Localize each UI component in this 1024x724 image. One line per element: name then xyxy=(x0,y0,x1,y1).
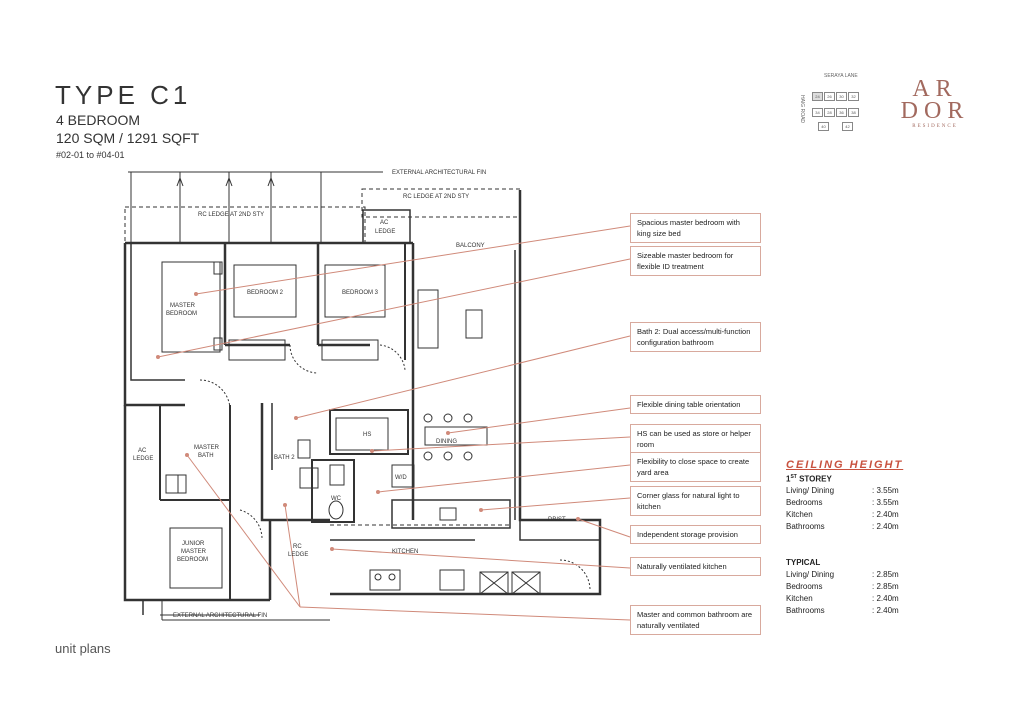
ceiling-row-value: : 2.40m xyxy=(872,594,899,603)
bath2-label: BATH 2 xyxy=(274,455,295,461)
ceiling-row-key: Kitchen xyxy=(786,510,813,519)
ceiling-row-value: : 2.40m xyxy=(872,522,899,531)
brand-line1: AR xyxy=(912,76,958,102)
key-plan-block: 24 xyxy=(812,92,823,101)
ceiling-row-key: Bathrooms xyxy=(786,606,825,615)
hs-label: HS xyxy=(363,432,371,438)
typical-label: TYPICAL xyxy=(786,558,821,567)
key-plan-block: 38 xyxy=(848,108,859,117)
key-plan-block: 32 xyxy=(848,92,859,101)
junior-master-label-3: BEDROOM xyxy=(177,557,208,563)
bedroom-count: 4 BEDROOM xyxy=(56,112,141,128)
key-plan-block: 42 xyxy=(842,122,853,131)
ceiling-height-title: CEILING HEIGHT xyxy=(786,459,904,471)
ceiling-row-key: Living/ Dining xyxy=(786,570,835,579)
key-plan-road-top: SERAYA LANE xyxy=(824,73,858,79)
callout-kitchen: Naturally ventilated kitchen xyxy=(630,557,761,576)
master-bath-label-1: MASTER xyxy=(194,445,220,451)
ceiling-row-value: : 2.85m xyxy=(872,570,899,579)
unit-numbers: #02-01 to #04-01 xyxy=(56,150,125,160)
rc-ledge-left-label: RC LEDGE AT 2ND STY xyxy=(198,212,264,218)
ceiling-row-value: : 3.55m xyxy=(872,486,899,495)
master-bedroom-label-1: MASTER xyxy=(170,303,196,309)
fin-bottom-label: EXTERNAL ARCHITECTURAL FIN xyxy=(173,613,267,619)
rc-ledge-label-2: LEDGE xyxy=(288,552,308,558)
first-storey-label: 1ST STOREY xyxy=(786,474,832,484)
wc-label: WC xyxy=(331,496,342,502)
ceiling-row-key: Bedrooms xyxy=(786,582,823,591)
junior-master-label-2: MASTER xyxy=(181,549,207,555)
dbst-label: DB/ST xyxy=(548,517,566,523)
master-bedroom-label-2: BEDROOM xyxy=(166,311,197,317)
callout-bath2: Bath 2: Dual access/multi-function confi… xyxy=(630,322,761,352)
unit-area: 120 SQM / 1291 SQFT xyxy=(56,130,200,146)
ceiling-row-value: : 3.55m xyxy=(872,498,899,507)
first-storey-text: STOREY xyxy=(796,474,832,484)
ac-ledge-top-label-2: LEDGE xyxy=(375,229,395,235)
brand-line3: RESIDENCE xyxy=(912,124,958,129)
ceiling-row-key: Bathrooms xyxy=(786,522,825,531)
rc-ledge-right-label: RC LEDGE AT 2ND STY xyxy=(403,194,469,200)
callout-yard: Flexibility to close space to create yar… xyxy=(630,452,761,482)
key-plan-block: 40 xyxy=(818,122,829,131)
brand-line2: DOR xyxy=(900,98,970,124)
ceiling-row-value: : 2.85m xyxy=(872,582,899,591)
footer-label: unit plans xyxy=(55,641,111,656)
callout-hs: HS can be used as store or helper room xyxy=(630,424,761,454)
ceiling-row-value: : 2.40m xyxy=(872,606,899,615)
first-storey-sup: ST xyxy=(790,474,797,480)
callout-corner-glass: Corner glass for natural light to kitche… xyxy=(630,486,761,516)
rc-ledge-label-1: RC xyxy=(293,544,302,550)
ceiling-row-value: : 2.40m xyxy=(872,510,899,519)
page-title: TYPE C1 xyxy=(55,80,192,110)
callout-storage: Independent storage provision xyxy=(630,525,761,544)
ceiling-row-key: Kitchen xyxy=(786,594,813,603)
key-plan-block: 36 xyxy=(836,108,847,117)
ac-ledge-top-label-1: AC xyxy=(380,220,389,226)
fin-top-label: EXTERNAL ARCHITECTURAL FIN xyxy=(392,170,486,176)
key-plan: SERAYA LANE HAIG ROAD 24 26 30 32 34 28 … xyxy=(790,70,880,140)
key-plan-block: 30 xyxy=(836,92,847,101)
ceiling-row-key: Living/ Dining xyxy=(786,486,835,495)
first-storey-number: 1 xyxy=(786,474,791,484)
master-bath-label-2: BATH xyxy=(198,453,214,459)
wd-label: W/D xyxy=(395,475,407,481)
bedroom2-label: BEDROOM 2 xyxy=(247,290,284,296)
brand-logo: AR DOR RESIDENCE xyxy=(895,76,975,129)
junior-master-label-1: JUNIOR xyxy=(182,541,205,547)
callout-master-bedroom-king: Spacious master bedroom with king size b… xyxy=(630,213,761,243)
key-plan-block: 28 xyxy=(824,108,835,117)
key-plan-block: 34 xyxy=(812,108,823,117)
dining-label: DINING xyxy=(436,439,457,445)
kitchen-label: KITCHEN xyxy=(392,549,418,555)
balcony-label: BALCONY xyxy=(456,243,485,249)
ac-ledge-left-label-1: AC xyxy=(138,448,147,454)
ceiling-row-key: Bedrooms xyxy=(786,498,823,507)
callout-master-bedroom-id: Sizeable master bedroom for flexible ID … xyxy=(630,246,761,276)
key-plan-block: 26 xyxy=(824,92,835,101)
callout-dining: Flexible dining table orientation xyxy=(630,395,761,414)
bedroom3-label: BEDROOM 3 xyxy=(342,290,379,296)
callout-bathrooms: Master and common bathroom are naturally… xyxy=(630,605,761,635)
ac-ledge-left-label-2: LEDGE xyxy=(133,456,153,462)
